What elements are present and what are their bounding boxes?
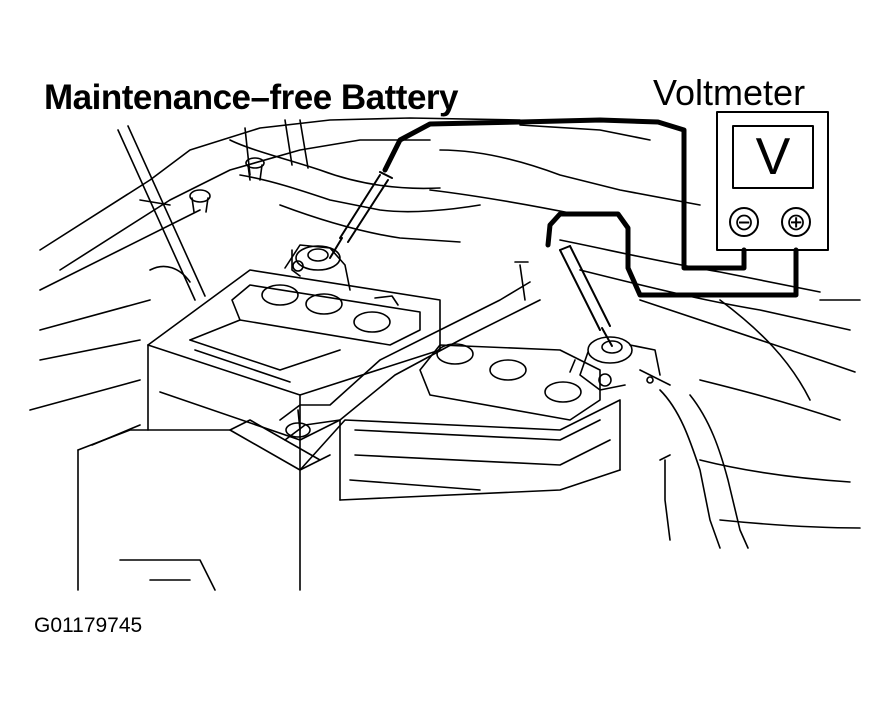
ground-cable [660, 390, 748, 548]
battery-right [300, 337, 670, 500]
test-leads [385, 120, 796, 295]
negative-terminal-icon: ⊖ [733, 208, 755, 236]
positive-terminal-icon: ⊕ [785, 208, 807, 236]
engine-bay-background [30, 118, 860, 528]
diagram-title: Maintenance–free Battery [44, 78, 459, 117]
voltmeter-display: V [755, 128, 791, 186]
probe-positive [330, 172, 392, 258]
voltmeter-body [717, 112, 828, 250]
battery-left [148, 245, 440, 470]
voltmeter-label: Voltmeter [653, 72, 806, 113]
hold-down-bracket [280, 262, 540, 440]
figure-id: G01179745 [34, 614, 143, 637]
foreground-cover [78, 420, 330, 590]
probe-negative [560, 246, 612, 346]
